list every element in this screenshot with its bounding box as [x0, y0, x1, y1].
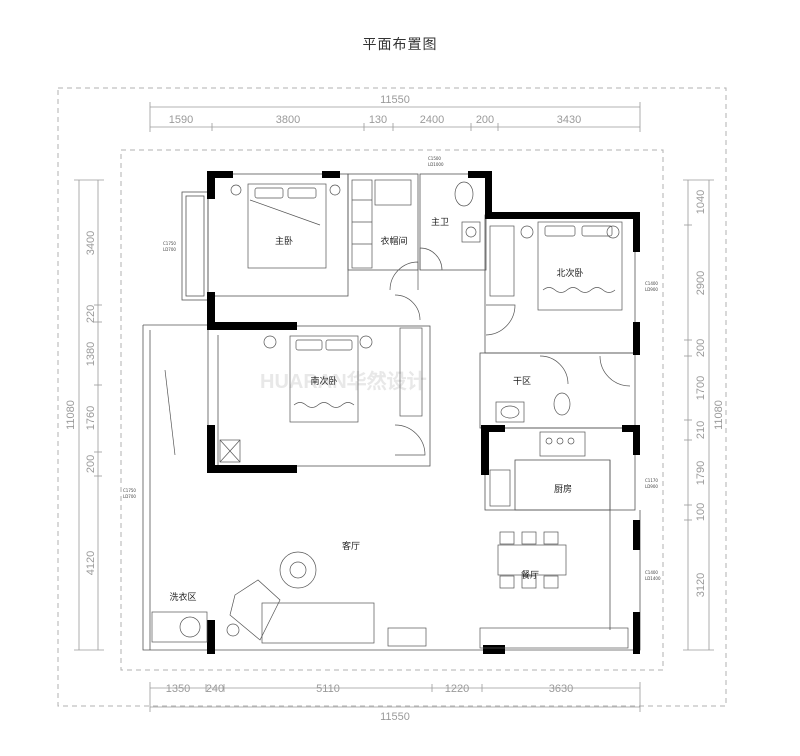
- round-chair: [279, 551, 317, 589]
- dim-right-5: 210: [695, 421, 707, 439]
- dim-bottom-5: 3630: [549, 683, 573, 695]
- dim-right-3: 200: [695, 339, 707, 357]
- window-code-w6-c: C1400: [645, 570, 658, 575]
- lounge-chair: [229, 579, 281, 641]
- window-code-w6-ld: LD1400: [645, 576, 661, 581]
- dim-top-5: 200: [476, 114, 494, 126]
- tv-cabinet: [387, 627, 427, 647]
- window-code-w1-c: C1500: [428, 156, 441, 161]
- label-north-bedroom: 北次卧: [556, 267, 583, 279]
- dining-table: [497, 544, 567, 576]
- south-bed: [289, 335, 359, 423]
- label-south-bedroom: 南次卧: [310, 375, 337, 387]
- sofa: [261, 602, 375, 644]
- dim-left-5: 200: [85, 455, 97, 473]
- dim-left-3: 1380: [85, 342, 97, 366]
- label-living-room: 客厅: [342, 540, 360, 552]
- window-code-w4-ld: LD700: [123, 494, 136, 499]
- dim-right-7: 100: [695, 503, 707, 521]
- doors: [389, 247, 631, 456]
- dim-top-2: 3800: [276, 114, 300, 126]
- dim-right-4: 1700: [695, 376, 707, 400]
- window-code-w4-c: C1750: [123, 488, 136, 493]
- dim-left-6: 4120: [85, 551, 97, 575]
- dim-bottom-2: 240: [206, 683, 224, 695]
- structural-walls: [207, 171, 640, 654]
- dim-right-8: 3120: [695, 573, 707, 597]
- watermark: HUARAN华然设计: [260, 369, 427, 393]
- dim-bottom-4: 1220: [445, 683, 469, 695]
- master-bed: [247, 183, 327, 269]
- dim-top-4: 2400: [420, 114, 444, 126]
- window-code-w1-ld: LD1000: [428, 162, 444, 167]
- dim-right-total: 11080: [713, 400, 725, 430]
- washer: [179, 616, 201, 638]
- dim-right-6: 1790: [695, 461, 707, 485]
- inner-frame: [120, 149, 664, 671]
- label-dining-room: 餐厅: [521, 569, 539, 581]
- furniture: [151, 179, 629, 649]
- dim-top-total: 11550: [380, 94, 410, 106]
- label-master-bath: 主卫: [431, 216, 449, 228]
- outer-frame: [57, 87, 727, 707]
- dim-bottom-1: 1350: [166, 683, 190, 695]
- dim-bottom-total: 11550: [380, 711, 410, 723]
- window-code-w5-c: C1170: [645, 478, 658, 483]
- drawing-title: 平面布置图: [362, 37, 438, 53]
- window-code-w3-ld: LD900: [645, 287, 658, 292]
- label-laundry: 洗衣区: [169, 591, 196, 603]
- dim-left-total: 11080: [65, 400, 77, 430]
- dim-top-3: 130: [369, 114, 387, 126]
- dim-top-6: 3430: [557, 114, 581, 126]
- dim-right-2: 2900: [695, 271, 707, 295]
- dim-bottom-3: 5110: [316, 683, 340, 695]
- dim-top-1: 1590: [169, 114, 193, 126]
- dim-right-1: 1040: [695, 190, 707, 214]
- window-code-w2-ld: LD700: [163, 247, 176, 252]
- window-code-w5-ld: LD900: [645, 484, 658, 489]
- dim-left-2: 220: [85, 305, 97, 323]
- label-dry-area: 干区: [513, 376, 531, 387]
- dim-left-1: 3400: [85, 231, 97, 255]
- north-bed: [537, 221, 623, 311]
- label-closet: 衣帽间: [380, 235, 407, 247]
- window-code-w3-c: C1400: [645, 281, 658, 286]
- dim-left-4: 1760: [85, 406, 97, 430]
- label-kitchen: 厨房: [554, 483, 572, 495]
- label-master-bedroom: 主卧: [275, 235, 293, 247]
- window-code-w2-c: C1750: [163, 241, 176, 246]
